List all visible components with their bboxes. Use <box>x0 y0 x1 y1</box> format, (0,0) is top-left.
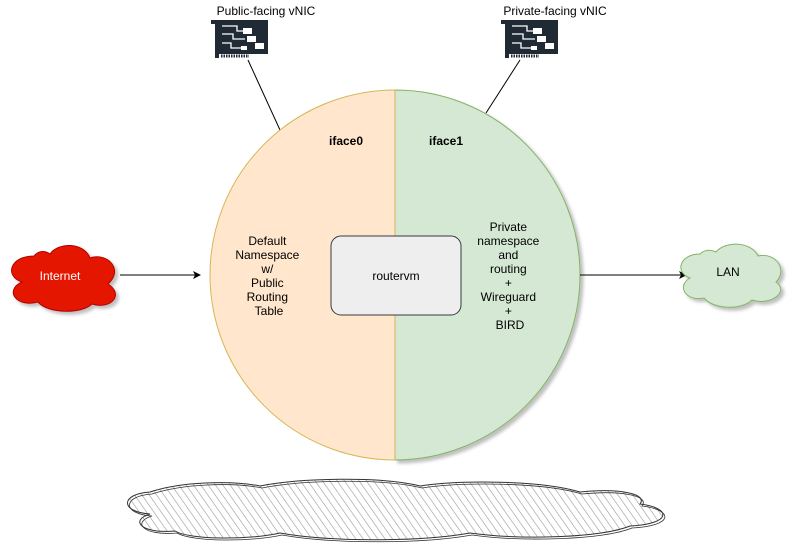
private-namespace-label: Private namespace and routing + Wireguar… <box>477 220 542 332</box>
routervm-label: routervm <box>372 269 419 283</box>
default-namespace-half <box>209 89 396 461</box>
private-nic-connector <box>485 59 521 114</box>
public-nic-icon <box>211 20 268 58</box>
internet-cloud-icon <box>11 245 116 312</box>
iface0-label: iface0 <box>329 134 363 148</box>
lan-cloud-icon <box>680 243 782 308</box>
private-nic-icon <box>501 20 558 58</box>
routervm-box <box>330 235 462 316</box>
lan-label: LAN <box>716 265 739 279</box>
internet-label: Internet <box>40 269 81 283</box>
private-nic-label: Private-facing vNIC <box>503 4 607 18</box>
public-nic-connector <box>247 59 281 131</box>
hatched-cloud-icon <box>127 478 666 543</box>
public-nic-label: Public-facing vNIC <box>217 4 316 18</box>
arrow-right-icon <box>193 271 201 279</box>
iface1-label: iface1 <box>429 134 463 148</box>
arrow-right-icon <box>679 271 687 279</box>
private-namespace-half <box>394 89 581 461</box>
default-namespace-label: Default Namespace w/ Public Routing Tabl… <box>235 234 302 318</box>
